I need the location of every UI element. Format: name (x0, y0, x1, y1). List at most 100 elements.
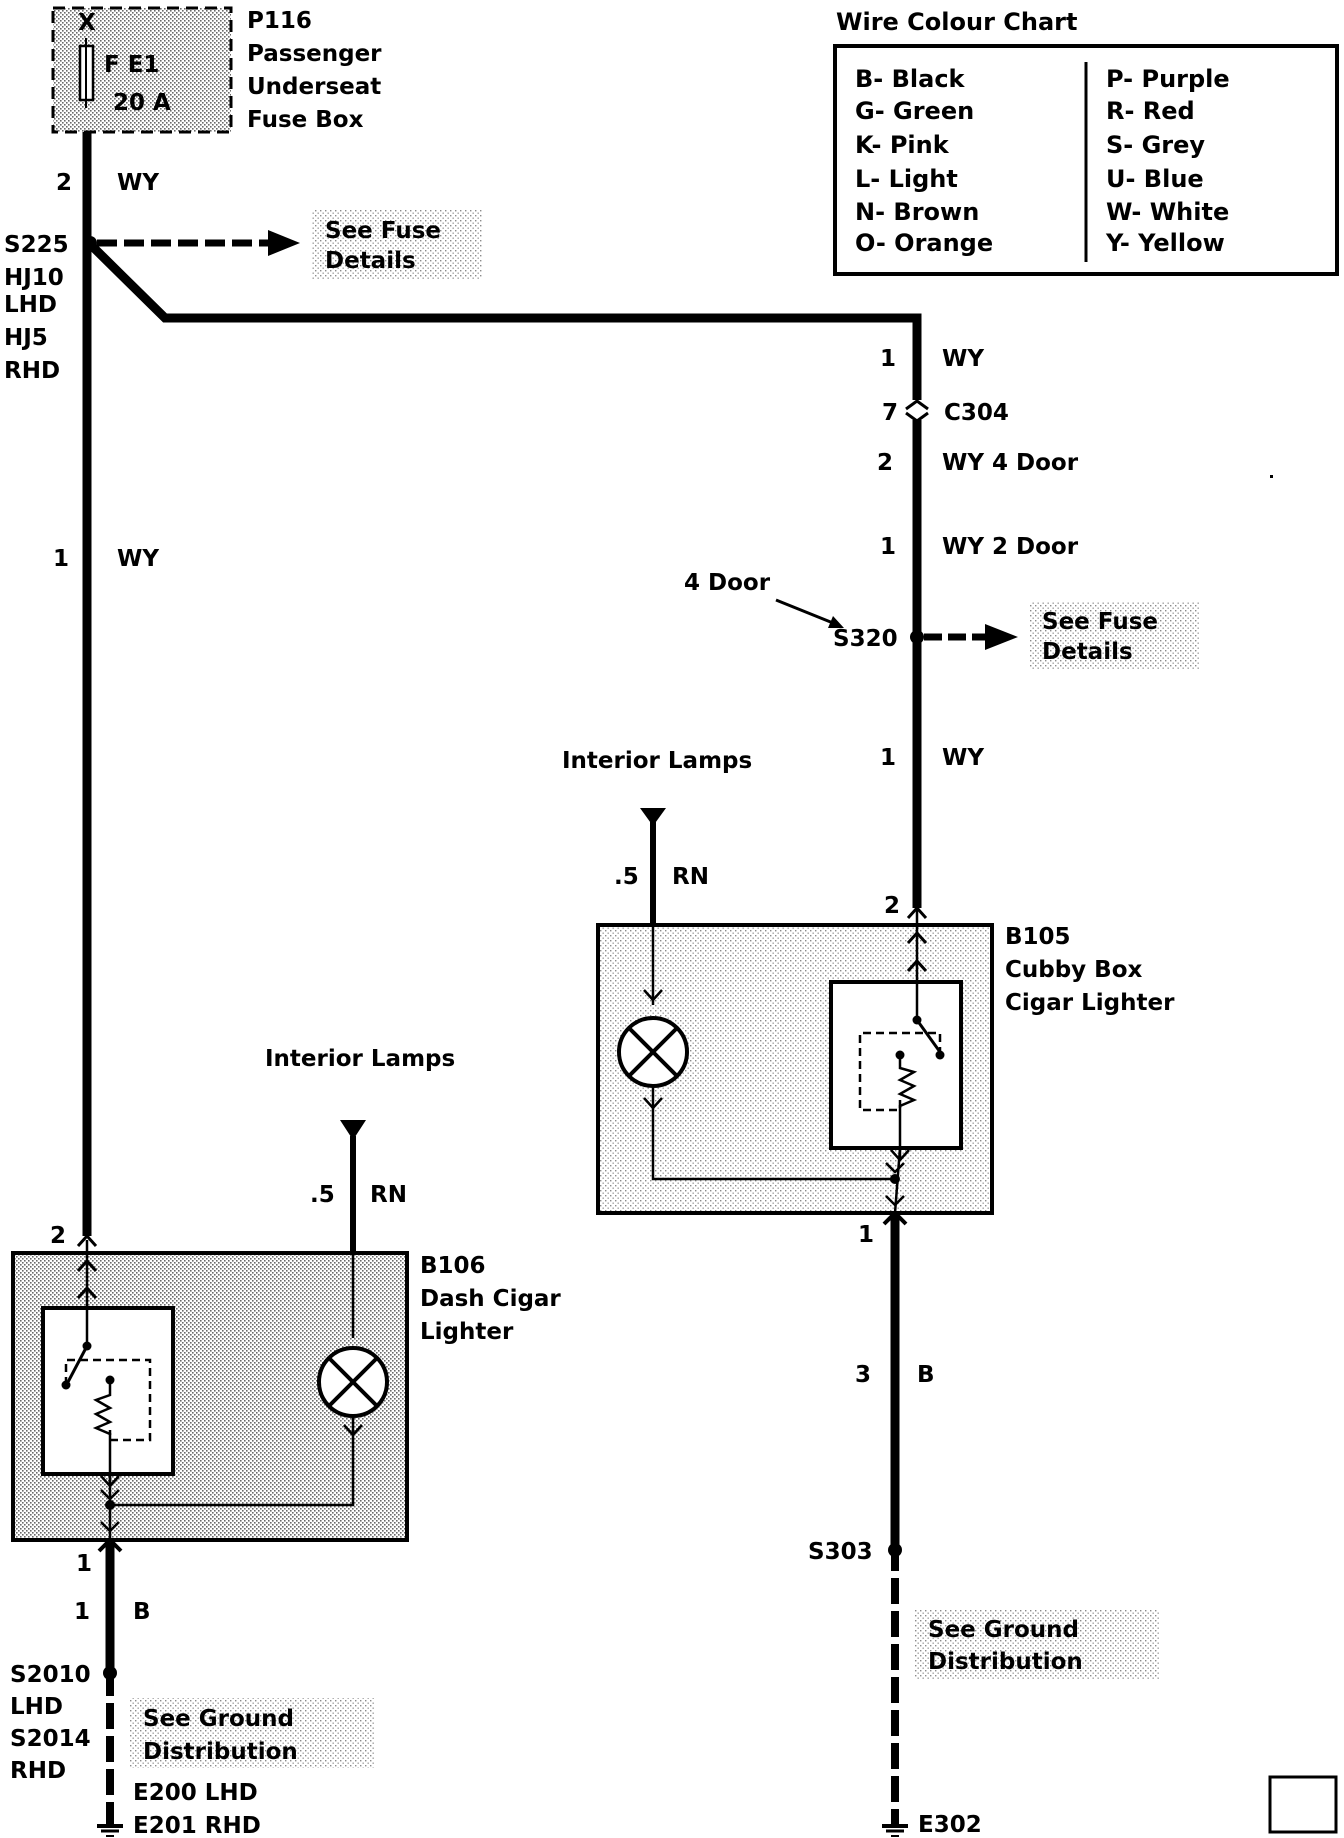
component-name: Dash Cigar (420, 1286, 561, 1312)
pin-label: 2 (884, 893, 900, 919)
ground-label: E201 RHD (133, 1813, 261, 1838)
fuse-x-label: X (78, 10, 96, 36)
see-ground-distribution-ref-1: See Ground Distribution (130, 1698, 375, 1768)
colour-chart-title: Wire Colour Chart (836, 8, 1077, 36)
splice-label: LHD (10, 1694, 63, 1720)
fuse-rating: 20 A (113, 90, 171, 116)
wire-colour: B (917, 1362, 935, 1388)
see-ground-distribution-ref-2: See Ground Distribution (915, 1610, 1160, 1680)
colour-entry: P- Purple (1106, 65, 1230, 93)
ref-text: See Fuse (325, 218, 441, 244)
component-b106: Interior Lamps .5 RN 2 B106 Dash Cigar L… (11, 1046, 561, 1542)
splice-label: S320 (833, 626, 898, 652)
component-name: Cubby Box (1005, 957, 1143, 983)
wire-colour: WY 4 Door (942, 450, 1079, 476)
colour-entry: G- Green (855, 97, 974, 125)
wire-colour: WY (117, 170, 159, 196)
wire-colour: WY 2 Door (942, 534, 1079, 560)
wire-size: 1 (880, 346, 896, 372)
splice-s320: 4 Door S320 (684, 570, 1018, 652)
colour-entry: N- Brown (855, 198, 979, 226)
stray-dot (1270, 475, 1273, 478)
wire-colour: RN (370, 1182, 407, 1208)
wire-branch-right (89, 243, 922, 908)
arrow-icon (268, 230, 300, 256)
wire-colour: WY (942, 346, 984, 372)
wire-colour: WY (942, 745, 984, 771)
interior-lamps-label: Interior Lamps (265, 1046, 455, 1072)
interior-lamps-label: Interior Lamps (562, 748, 752, 774)
fuse-box-name-2: Underseat (247, 74, 381, 100)
splice-label: RHD (10, 1758, 66, 1784)
connector-label: C304 (944, 400, 1009, 426)
right-wire-labels: 1 WY 7 C304 2 WY 4 Door 1 WY 2 Door 1 WY (877, 346, 1079, 771)
ref-text: See Ground (143, 1706, 294, 1732)
component-name: Lighter (420, 1319, 514, 1345)
colour-entry: S- Grey (1106, 131, 1205, 159)
corner-box (1268, 1775, 1338, 1834)
component-ref: B106 (420, 1253, 486, 1279)
fuse-box-name-1: Passenger (247, 41, 382, 67)
splice-label: HJ10 (4, 265, 64, 291)
ref-text: See Ground (928, 1617, 1079, 1643)
wire-size: 1 (880, 745, 896, 771)
ref-text: Distribution (928, 1649, 1083, 1675)
wire-colour-chart: Wire Colour Chart B- Black G- Green K- P… (833, 8, 1339, 276)
wire-size: .5 (614, 864, 639, 890)
colour-entry: W- White (1106, 198, 1229, 226)
connector-pin: 7 (882, 400, 898, 426)
wire-size: 1 (74, 1599, 90, 1625)
pin-label: 2 (50, 1223, 66, 1249)
ref-text: See Fuse (1042, 609, 1158, 635)
wire-size: 1 (53, 546, 69, 572)
wire-colour: WY (117, 546, 159, 572)
wire-size: 2 (877, 450, 893, 476)
ground-e200-e201: E200 LHD E201 RHD (97, 1780, 261, 1838)
fuse-box-p116: X F E1 20 A P116 Passenger Underseat Fus… (51, 6, 382, 134)
wire-size: 3 (855, 1362, 871, 1388)
wire-size: 2 (56, 170, 72, 196)
splice-label: HJ5 (4, 325, 48, 351)
colour-entry: L- Light (855, 165, 958, 193)
fuse-box-name-3: Fuse Box (247, 107, 364, 133)
splice-label: LHD (4, 292, 57, 318)
feed-arrow-icon (340, 1120, 366, 1140)
wire-left-main: 2 WY 1 WY (53, 132, 159, 1236)
splice-label: S303 (808, 1539, 873, 1565)
wire-b106-ground: 1 1 B S2010 LHD S2014 RHD (10, 1537, 151, 1825)
arrow-icon (985, 624, 1018, 650)
ref-text: Distribution (143, 1739, 298, 1765)
feed-arrow-icon (640, 808, 666, 826)
colour-entry: O- Orange (855, 229, 993, 257)
splice-label: S2014 (10, 1726, 91, 1752)
ground-label: E302 (918, 1812, 982, 1838)
colour-entry: R- Red (1106, 97, 1195, 125)
fuse-box-ref: P116 (247, 8, 312, 34)
splice-s2010 (103, 1666, 117, 1680)
see-fuse-details-ref-2: See Fuse Details (1030, 602, 1200, 670)
arrow-icon (828, 616, 844, 628)
ref-text: Details (1042, 639, 1133, 665)
splice-s303 (888, 1543, 902, 1557)
see-fuse-details-ref-1: See Fuse Details (312, 210, 482, 279)
wire-size: 1 (880, 534, 896, 560)
colour-entry: K- Pink (855, 131, 950, 159)
pin-label: 1 (858, 1222, 874, 1248)
splice-label: RHD (4, 358, 60, 384)
component-b105: Interior Lamps .5 RN 2 B105 Cubby Box Ci… (562, 748, 1175, 1215)
ref-text: Details (325, 248, 416, 274)
splice-s225: S225 HJ10 LHD HJ5 RHD (4, 230, 300, 384)
component-name: Cigar Lighter (1005, 990, 1175, 1016)
splice-label: S2010 (10, 1662, 91, 1688)
wire-b105-ground: 1 3 B S303 (808, 1210, 935, 1825)
fuse-id: F E1 (104, 52, 159, 78)
wire-colour: B (133, 1599, 151, 1625)
ground-e302: E302 (882, 1812, 982, 1838)
wire-size: .5 (310, 1182, 335, 1208)
splice-note: 4 Door (684, 570, 771, 596)
component-ref: B105 (1005, 924, 1071, 950)
connector-c304 (905, 399, 929, 423)
colour-entry: U- Blue (1106, 165, 1204, 193)
wire-colour: RN (672, 864, 709, 890)
